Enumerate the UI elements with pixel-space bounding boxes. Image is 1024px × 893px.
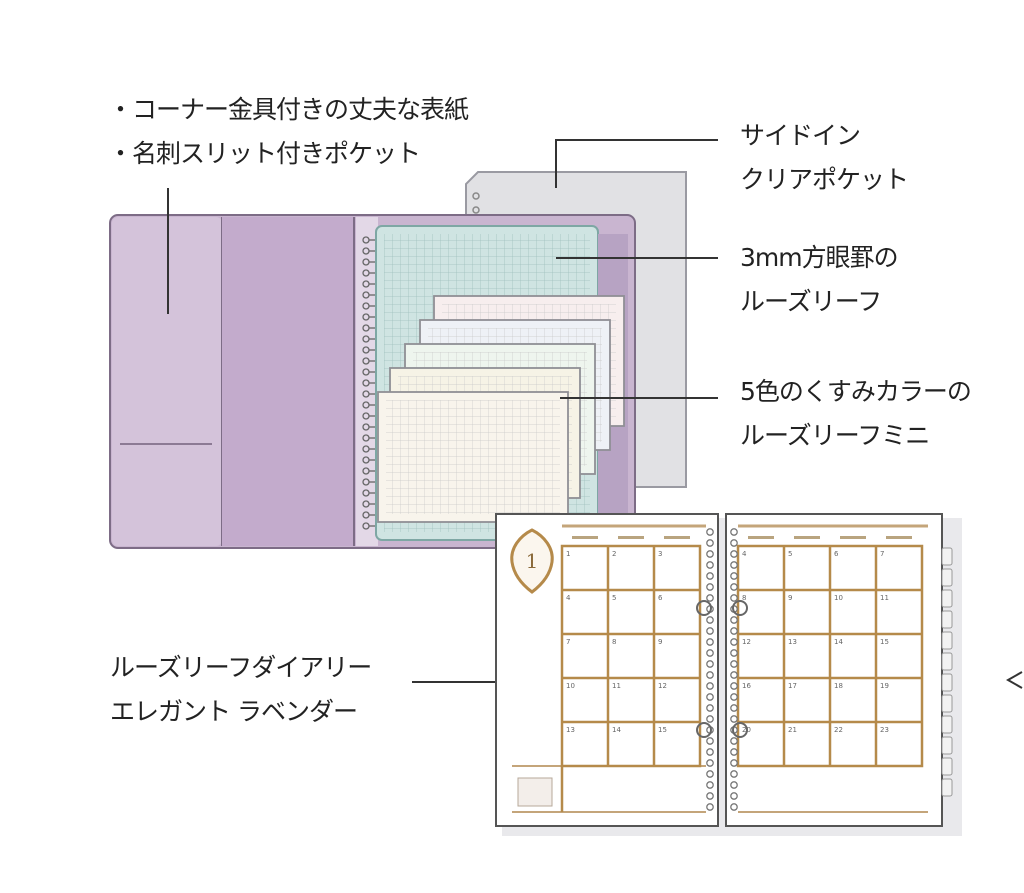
diary-day-number: 10 xyxy=(566,682,575,690)
month-number: 1 xyxy=(526,549,539,573)
diary-line-2: エレガント ラベンダー xyxy=(110,697,358,726)
diary-day-number: 16 xyxy=(742,682,751,690)
side-pocket-callout: サイドイン クリアポケット xyxy=(740,114,909,202)
diary-day-number: 1 xyxy=(566,550,570,558)
grid-leaf-line-1: 3mm方眼罫の xyxy=(740,243,899,272)
diary-day-number: 7 xyxy=(566,638,570,646)
grid-leaf-line-2: ルーズリーフ xyxy=(740,287,882,316)
cover-feature-2: ・名刺スリット付きポケット xyxy=(108,139,421,168)
diary-line-1: ルーズリーフダイアリー xyxy=(110,653,372,682)
diary-day-number: 11 xyxy=(612,682,621,690)
diary-day-number: 5 xyxy=(788,550,792,558)
diary-day-number: 2 xyxy=(612,550,616,558)
diary-day-number: 14 xyxy=(834,638,843,646)
grid-leaf-callout: 3mm方眼罫の ルーズリーフ xyxy=(740,236,899,324)
diary-day-number: 18 xyxy=(834,682,843,690)
diary-day-number: 15 xyxy=(658,726,667,734)
diary-day-number: 11 xyxy=(880,594,889,602)
mini-leaf-callout: 5色のくすみカラーの ルーズリーフミニ xyxy=(740,370,972,458)
diary-day-number: 9 xyxy=(658,638,662,646)
diary-day-number: 7 xyxy=(880,550,884,558)
diary-day-number: 12 xyxy=(742,638,751,646)
mini-loose-leaves xyxy=(377,295,625,523)
diary-day-number: 4 xyxy=(742,550,747,558)
side-pocket-line-2: クリアポケット xyxy=(740,165,909,194)
diary-callout: ルーズリーフダイアリー エレガント ラベンダー xyxy=(110,646,372,734)
diary-day-number: 6 xyxy=(658,594,663,602)
diary-day-number: 21 xyxy=(788,726,797,734)
diary-day-number: 19 xyxy=(880,682,889,690)
cover-callout: ・コーナー金具付きの丈夫な表紙 ・名刺スリット付きポケット xyxy=(108,88,469,176)
diary-day-number: 6 xyxy=(834,550,839,558)
diary-day-number: 5 xyxy=(612,594,616,602)
diary-day-number: 17 xyxy=(788,682,797,690)
diary-day-number: 14 xyxy=(612,726,621,734)
side-pocket-line-1: サイドイン xyxy=(740,121,861,150)
leader-lines xyxy=(167,139,1023,689)
diary-day-number: 8 xyxy=(612,638,616,646)
cover-feature-1: ・コーナー金具付きの丈夫な表紙 xyxy=(108,95,469,124)
diary-day-number: 12 xyxy=(658,682,667,690)
diary-day-number: 22 xyxy=(834,726,843,734)
diary-day-number: 13 xyxy=(566,726,575,734)
diary-day-number: 10 xyxy=(834,594,843,602)
mini-leaf-line-2: ルーズリーフミニ xyxy=(740,421,930,450)
diary-day-number: 3 xyxy=(658,550,662,558)
mini-leaf-line-1: 5色のくすみカラーの xyxy=(740,377,972,406)
diary-day-number: 4 xyxy=(566,594,571,602)
diary-day-number: 9 xyxy=(788,594,792,602)
diary-day-number: 13 xyxy=(788,638,797,646)
diary-day-number: 15 xyxy=(880,638,889,646)
diary-day-number: 23 xyxy=(880,726,889,734)
diary-day-number: 8 xyxy=(742,594,746,602)
